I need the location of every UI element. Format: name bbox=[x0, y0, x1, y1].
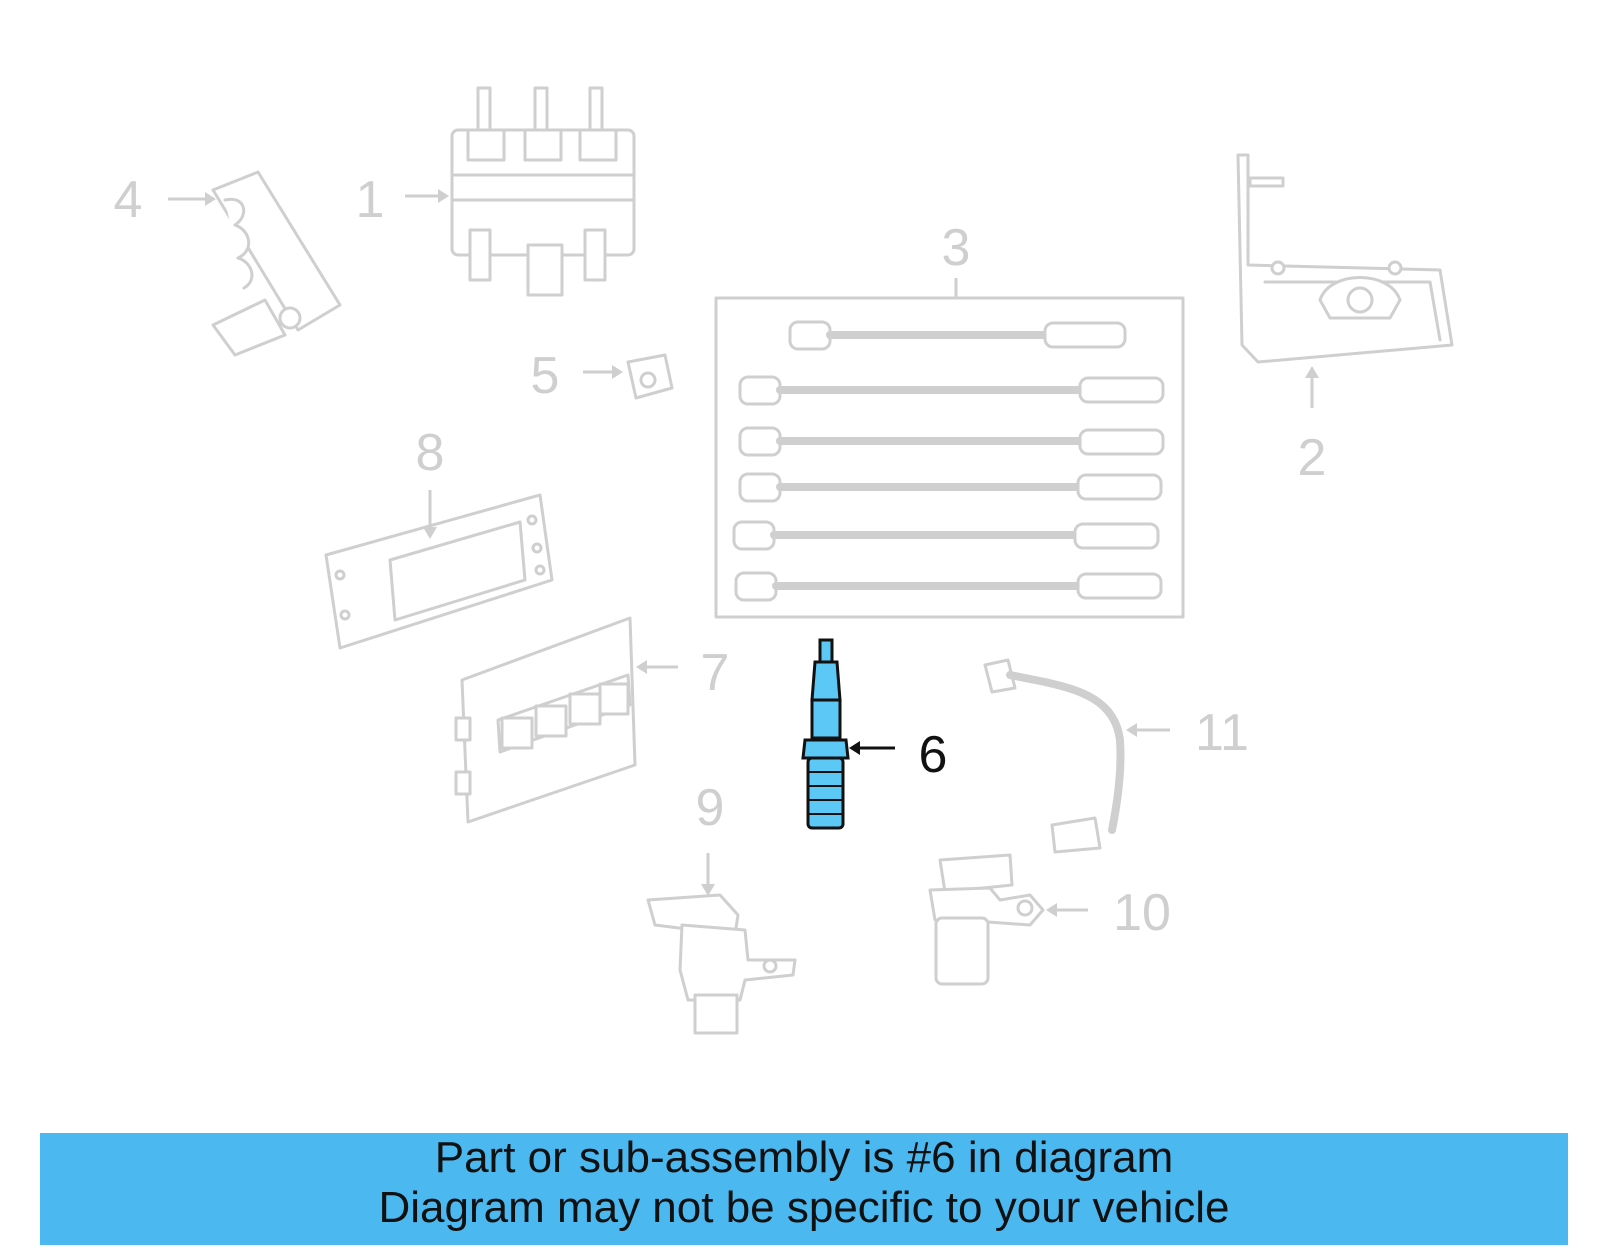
callout-8-label: 8 bbox=[416, 424, 445, 482]
part-4-wire-clip bbox=[211, 170, 342, 357]
callout-9: 9 bbox=[696, 779, 725, 896]
part-11-sensor-wire bbox=[983, 658, 1125, 854]
callout-10-label: 10 bbox=[1113, 884, 1171, 942]
callout-2: 2 bbox=[1298, 366, 1327, 487]
callout-3: 3 bbox=[942, 219, 971, 277]
banner-line-2: Diagram may not be specific to your vehi… bbox=[378, 1183, 1230, 1232]
part-7-control-module bbox=[454, 616, 637, 824]
plug-wire bbox=[738, 472, 1163, 503]
callout-10: 10 bbox=[1046, 884, 1171, 942]
callout-1-label: 1 bbox=[356, 171, 385, 229]
plug-wire bbox=[788, 320, 1127, 351]
callout-6: 6 bbox=[849, 726, 947, 784]
callout-1: 1 bbox=[356, 171, 449, 229]
callout-3-label: 3 bbox=[942, 219, 971, 277]
callout-6-label: 6 bbox=[919, 726, 948, 784]
part-10-sensor bbox=[928, 853, 1045, 986]
callout-5: 5 bbox=[531, 347, 623, 405]
callout-9-label: 9 bbox=[696, 779, 725, 837]
part-5-block bbox=[626, 353, 674, 400]
callout-8: 8 bbox=[416, 424, 445, 539]
plug-wire bbox=[738, 375, 1165, 406]
callout-2-label: 2 bbox=[1298, 429, 1327, 487]
callout-4-label: 4 bbox=[114, 171, 143, 229]
part-2-mounting-bracket bbox=[1236, 153, 1454, 364]
part-9-sensor bbox=[646, 893, 797, 1035]
plug-wire bbox=[738, 426, 1165, 457]
callout-11: 11 bbox=[1126, 704, 1249, 762]
banner-line-1: Part or sub-assembly is #6 in diagram bbox=[434, 1133, 1174, 1182]
part-1-ignition-coil bbox=[450, 86, 636, 297]
callout-7-label: 7 bbox=[701, 644, 730, 702]
info-banner: Part or sub-assembly is #6 in diagram Di… bbox=[40, 1133, 1568, 1245]
callout-7: 7 bbox=[636, 644, 729, 702]
part-8-module-bracket bbox=[324, 493, 554, 650]
callout-5-label: 5 bbox=[531, 347, 560, 405]
part-6-spark-plug[interactable] bbox=[801, 638, 850, 830]
callout-11-label: 11 bbox=[1195, 704, 1249, 762]
part-3-spark-plug-wire-set bbox=[714, 278, 1185, 619]
callout-4: 4 bbox=[114, 171, 216, 229]
plug-wire bbox=[732, 520, 1160, 551]
plug-wire bbox=[734, 571, 1163, 602]
